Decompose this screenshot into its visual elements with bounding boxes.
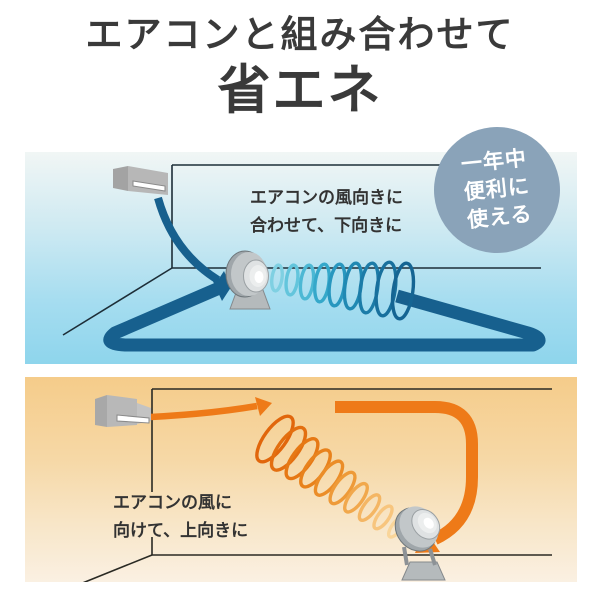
cool-mode-diagram	[62, 164, 546, 352]
room-outline	[82, 388, 552, 582]
warm-mode-diagram	[82, 388, 552, 582]
warm-mode-panel: エアコンの風に 向けて、上向きに	[25, 377, 577, 582]
warm-caption-line2: 向けて、上向きに	[113, 521, 249, 540]
cool-caption-line1: エアコンの風向きに	[250, 188, 403, 207]
circulator-fan-icon	[225, 250, 271, 310]
air-conditioner-icon	[113, 166, 168, 195]
spiral-airflow-warm	[255, 414, 407, 539]
spiral-airflow-cool	[270, 260, 416, 321]
page-subtitle: 省エネ	[217, 61, 383, 120]
floor-airflow-loop-arrow	[103, 277, 546, 352]
circulator-fan-icon	[394, 506, 446, 581]
warm-caption-line1: エアコンの風に	[113, 493, 232, 512]
cool-caption-line2: 合わせて、下向きに	[250, 216, 403, 235]
page-title: エアコンと組み合わせて	[85, 14, 515, 55]
ac-downward-airflow-arrow	[154, 196, 232, 289]
cool-mode-caption: エアコンの風向きに 合わせて、下向きに	[250, 184, 403, 240]
warm-mode-caption: エアコンの風に 向けて、上向きに	[113, 489, 248, 545]
badge-line3: 使える	[466, 202, 534, 233]
air-conditioner-icon	[95, 395, 151, 427]
